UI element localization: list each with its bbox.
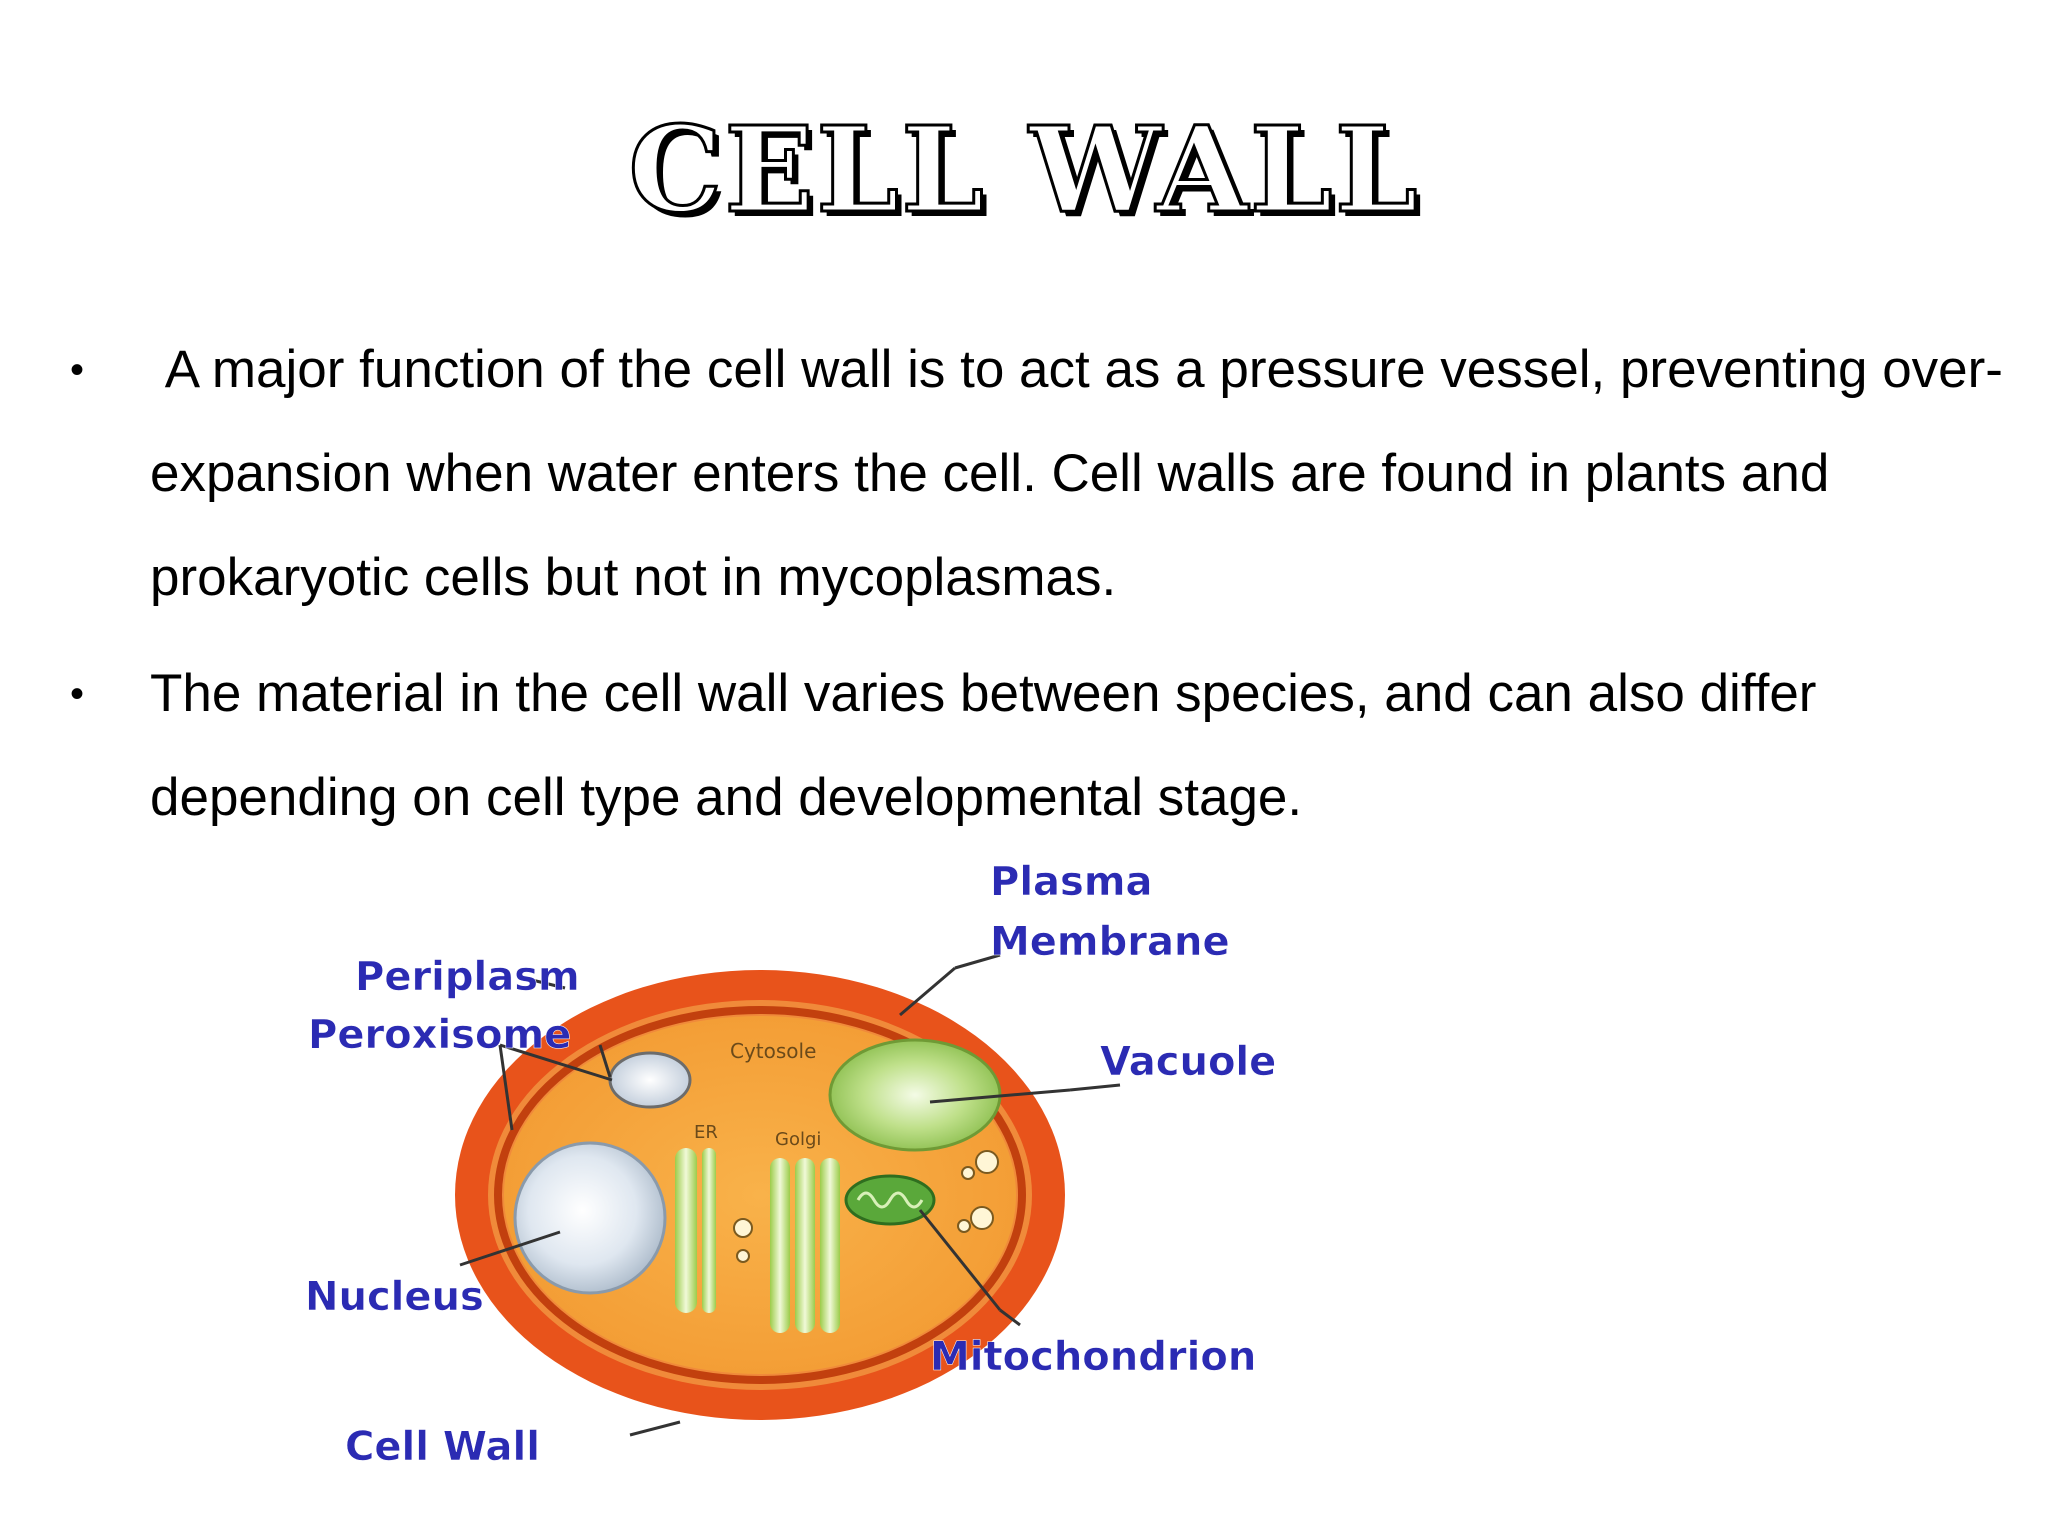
vesicle-shape bbox=[970, 1206, 994, 1230]
er-shape bbox=[702, 1148, 716, 1313]
bullet-item: • The material in the cell wall varies b… bbox=[0, 642, 2048, 850]
bullet-marker: • bbox=[70, 672, 85, 716]
bullet-list: • A major function of the cell wall is t… bbox=[0, 318, 2048, 850]
cell-diagram-svg: Cytosole ER Golgi Periplasm Peroxisome N… bbox=[305, 859, 1277, 1471]
cytosole-label: Cytosole bbox=[730, 1039, 816, 1063]
mitochondrion-cristae bbox=[856, 1191, 924, 1209]
golgi-shape bbox=[795, 1158, 815, 1333]
mitochondrion-label: Mitochondrion bbox=[930, 1334, 1256, 1380]
golgi-shape bbox=[770, 1158, 790, 1333]
bullet-text: The material in the cell wall varies bet… bbox=[150, 664, 1817, 827]
bullet-marker: • bbox=[70, 348, 85, 392]
vesicle-shape bbox=[736, 1249, 750, 1263]
vesicle-shape bbox=[961, 1166, 975, 1180]
plasma-membrane-shape bbox=[494, 1006, 1026, 1384]
golgi-shape bbox=[820, 1158, 840, 1333]
slide-title: CELL WALL bbox=[627, 100, 1420, 239]
cell-wall-label: Cell Wall bbox=[345, 1424, 540, 1470]
peroxisome-shape bbox=[608, 1051, 692, 1109]
peroxisome-label: Peroxisome bbox=[308, 1012, 571, 1058]
bullet-text: A major function of the cell wall is to … bbox=[150, 340, 2003, 607]
golgi-label: Golgi bbox=[775, 1129, 821, 1150]
nucleus-shape bbox=[513, 1141, 667, 1295]
vesicle-shape bbox=[975, 1150, 999, 1174]
vesicle-shape bbox=[733, 1218, 753, 1238]
cell-diagram: Cytosole ER Golgi Periplasm Peroxisome N… bbox=[300, 840, 1600, 1500]
vacuole-shape bbox=[828, 1038, 1002, 1152]
leader-lines bbox=[459, 953, 1121, 1437]
plasma-membrane-label-line2: Membrane bbox=[990, 919, 1230, 965]
vesicle-shape bbox=[957, 1219, 971, 1233]
er-label: ER bbox=[694, 1122, 718, 1143]
er-shape bbox=[675, 1148, 697, 1313]
vacuole-label: Vacuole bbox=[1100, 1039, 1276, 1085]
periplasm-label: Periplasm bbox=[355, 954, 580, 1000]
bullet-item: • A major function of the cell wall is t… bbox=[0, 318, 2048, 630]
nucleus-label: Nucleus bbox=[305, 1274, 484, 1320]
plasma-membrane-label-line1: Plasma bbox=[990, 859, 1153, 905]
